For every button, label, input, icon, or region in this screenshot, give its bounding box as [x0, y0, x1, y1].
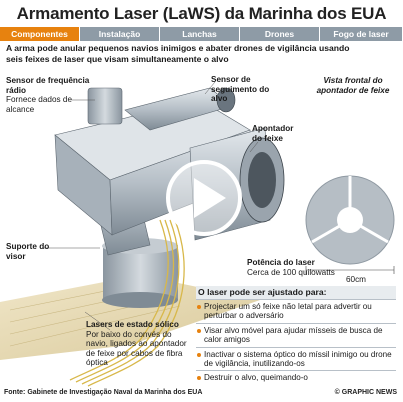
pedestal	[103, 245, 178, 300]
label-beam-director-title: Apontador do feixe	[252, 124, 294, 143]
label-rf-sensor: Sensor de frequência rádio Fornece dados…	[6, 76, 92, 114]
label-solid-state: Lasers de estado sólico Por baixo do con…	[86, 320, 190, 368]
intro-text: A arma pode anular pequenos navios inimi…	[6, 43, 350, 64]
label-rf-sensor-desc: Fornece dados de alcance	[6, 95, 72, 114]
label-rf-sensor-title: Sensor de frequência rádio	[6, 76, 90, 95]
source-note: Fonte: Gabinete de Investigação Naval da…	[4, 389, 203, 396]
label-solid-state-desc: Por baixo do convés do navio, ligados ao…	[86, 329, 187, 368]
tab-drones[interactable]: Drones	[240, 27, 320, 41]
front-view-diagram	[305, 175, 395, 274]
adjust-panel: O laser pode ser ajustado para: Projecta…	[196, 286, 396, 385]
credit: © GRAPHIC NEWS	[334, 389, 397, 396]
label-solid-state-title: Lasers de estado sólico	[86, 320, 179, 329]
play-video-button[interactable]	[164, 158, 244, 238]
tab-lanchas[interactable]: Lanchas	[160, 27, 240, 41]
adjust-item: Destruir o alvo, queimando-o	[196, 370, 396, 384]
label-mount-title: Suporte do visor	[6, 242, 50, 261]
laser-weapon-illustration	[0, 81, 395, 387]
label-power-title: Potência do laser	[247, 258, 315, 267]
play-icon	[194, 178, 226, 218]
fiber-cables	[69, 219, 185, 387]
adjust-heading: O laser pode ser ajustado para:	[196, 286, 396, 299]
tab-bar: Componentes Instalação Lanchas Drones Fo…	[0, 27, 403, 41]
tab-componentes[interactable]: Componentes	[0, 27, 80, 41]
tab-instalacao[interactable]: Instalação	[80, 27, 160, 41]
label-power-desc: Cerca de 100 quilowatts	[247, 267, 335, 277]
adjust-item: Inactivar o sistema óptico do míssil ini…	[196, 346, 396, 371]
rf-sensor	[87, 87, 123, 125]
label-beam-director: Apontador do feixe	[252, 124, 302, 143]
label-dimension: 60cm	[345, 275, 367, 284]
adjust-item: Visar alvo móvel para ajudar mísseis de …	[196, 322, 396, 347]
label-tracking-sensor: Sensor de seguimento do alvo	[211, 75, 287, 104]
label-front-view-title: Vista frontal do apontador de feixe	[316, 76, 390, 95]
tab-fogo-de-laser[interactable]: Fogo de laser	[320, 27, 403, 41]
label-tracking-sensor-title: Sensor de seguimento do alvo	[211, 75, 270, 104]
page-title: Armamento Laser (LaWS) da Marinha dos EU…	[16, 4, 387, 23]
label-front-view: Vista frontal do apontador de feixe	[305, 76, 401, 95]
adjust-item: Projectar um só feixe não letal para adv…	[196, 299, 396, 323]
label-mount: Suporte do visor	[6, 242, 66, 261]
label-power: Potência do laser Cerca de 100 quilowatt…	[247, 258, 397, 277]
